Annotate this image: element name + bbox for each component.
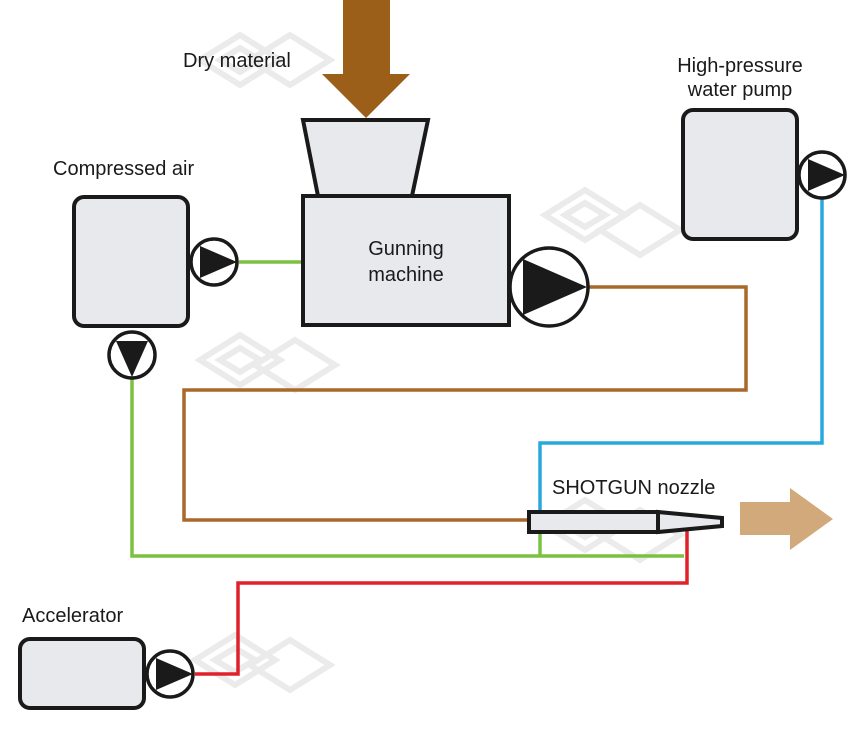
water-pump-icon: [797, 150, 847, 200]
shotgun-nozzle: [527, 509, 724, 535]
accelerator-label: Accelerator: [22, 605, 123, 627]
accelerator-pump-icon: [145, 649, 195, 699]
compressed-air-tank: [72, 195, 190, 328]
compressed-air-label: Compressed air: [53, 158, 195, 180]
output-spray-arrow: [740, 488, 833, 550]
dry-material-arrow: [322, 0, 410, 118]
hopper: [300, 118, 431, 198]
dry-material-label: Dry material: [183, 50, 291, 72]
gunning-machine-label-line1: Gunning: [368, 238, 444, 260]
water-line: [538, 198, 824, 512]
accelerator-line: [195, 531, 689, 676]
nozzle-label: SHOTGUN nozzle: [552, 477, 715, 499]
water-pump-label-line1: High-pressure: [677, 55, 803, 77]
accelerator-tank: [18, 637, 146, 710]
material-line: [182, 285, 748, 522]
gunning-machine: [301, 194, 511, 327]
gunning-machine-pump-icon: [508, 246, 590, 328]
air-line-to-nozzle: [130, 378, 684, 558]
water-pump-unit: [681, 108, 799, 241]
compressed-air-pump-down-icon: [107, 330, 157, 380]
water-pump-label-line2: water pump: [687, 79, 793, 101]
gunning-machine-label-line2: machine: [368, 264, 444, 286]
compressed-air-pump-right-icon: [189, 237, 239, 287]
watermark-pattern: [189, 31, 686, 694]
